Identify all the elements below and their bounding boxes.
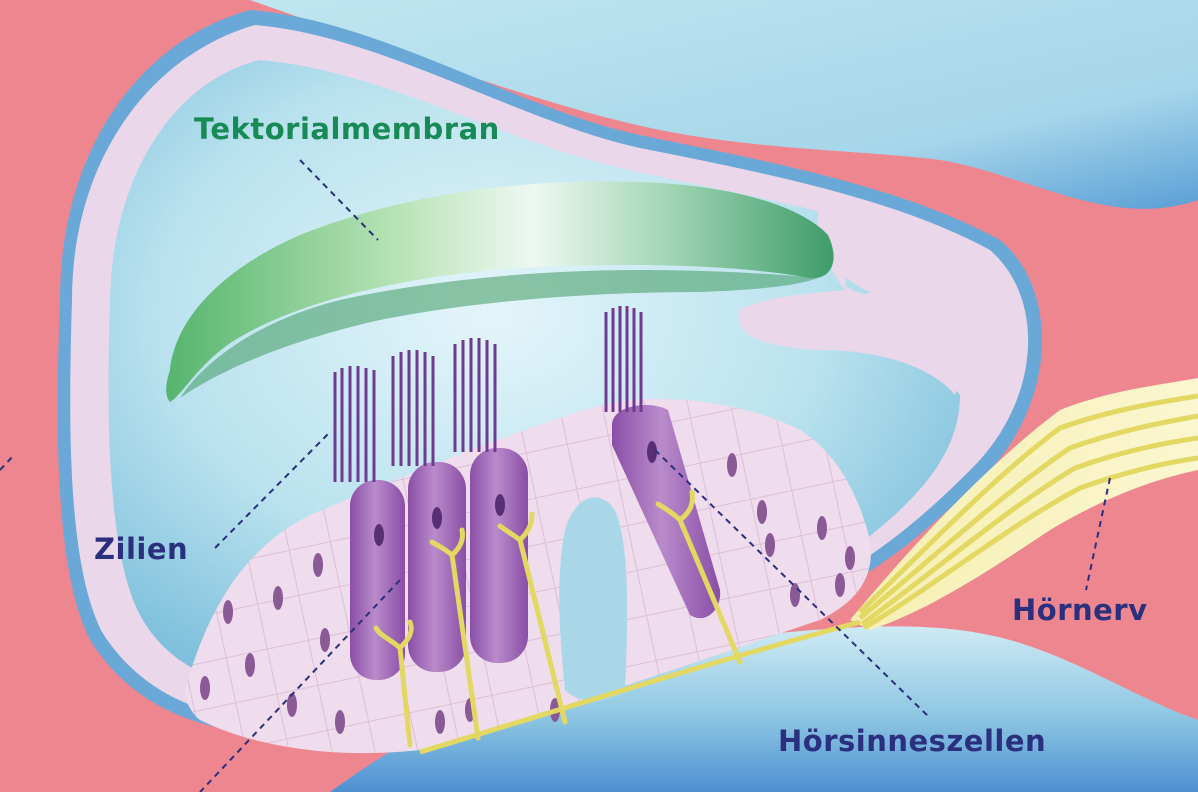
label-hair-cells: Hörsinneszellen (778, 724, 1046, 758)
tunnel-of-corti (559, 497, 627, 701)
hair-cell (470, 448, 528, 663)
hair-cell (408, 462, 466, 672)
outer-hair-cells (350, 448, 528, 680)
label-tectorial-membrane: Tektorialmembran (194, 112, 500, 146)
label-auditory-nerve: Hörnerv (1012, 593, 1148, 627)
label-cilia: Zilien (94, 532, 188, 566)
hair-cell (350, 480, 405, 680)
